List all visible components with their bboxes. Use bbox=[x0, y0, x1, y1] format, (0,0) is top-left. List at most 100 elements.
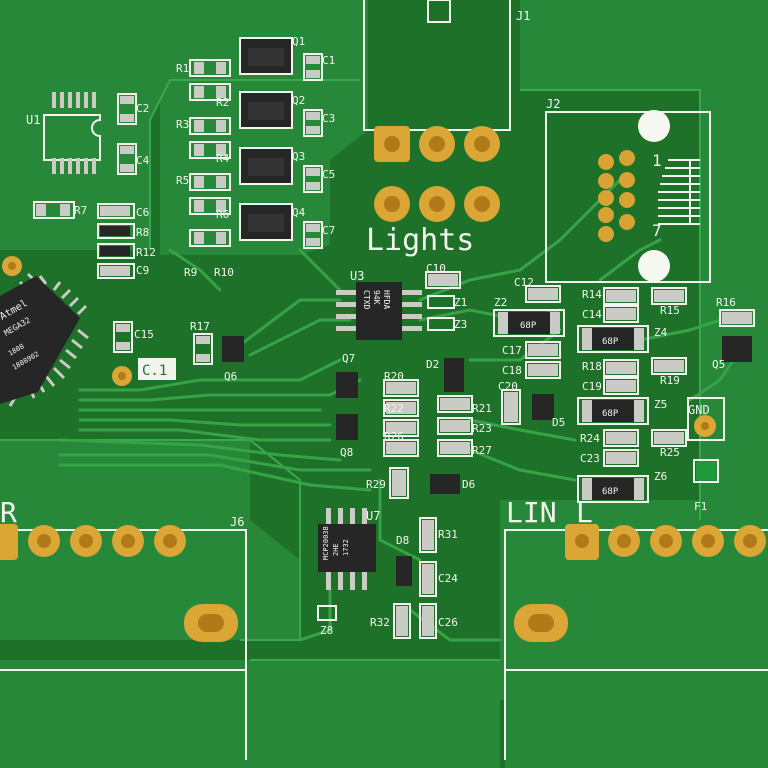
label-z6: Z6 bbox=[654, 470, 667, 483]
label-c26: C26 bbox=[438, 616, 458, 629]
label-c20: C20 bbox=[498, 380, 518, 393]
j2-mounting-holes bbox=[638, 110, 670, 282]
z5-marking: 68P bbox=[602, 409, 619, 419]
lin-pads bbox=[514, 524, 766, 642]
u7-marking-2: 2HE bbox=[332, 543, 340, 556]
label-c5: C5 bbox=[322, 168, 335, 181]
z4-marking: 68P bbox=[602, 337, 619, 347]
silkscreen-labels: J1 J2 J6 U1 U3 U7 Lights LIN L R GND F1 … bbox=[0, 9, 736, 637]
label-c14: C14 bbox=[582, 308, 602, 321]
label-z8: Z8 bbox=[320, 624, 333, 637]
u1-chip bbox=[52, 92, 96, 174]
label-j1: J1 bbox=[516, 9, 530, 23]
label-r27: R27 bbox=[472, 444, 492, 457]
atmega-chip: Atmel MEGA32 1808 1808902 bbox=[0, 272, 89, 407]
zener-diodes: 68P 68P 68P 68P bbox=[493, 309, 649, 503]
label-r9: R9 bbox=[184, 266, 197, 279]
z6-marking: 68P bbox=[602, 487, 619, 497]
label-d6: D6 bbox=[462, 478, 475, 491]
label-r4: R4 bbox=[216, 152, 230, 165]
j2-pin-lines bbox=[658, 159, 700, 225]
label-r14: R14 bbox=[582, 288, 602, 301]
label-j2: J2 bbox=[546, 97, 560, 111]
label-r8: R8 bbox=[136, 226, 149, 239]
label-r5: R5 bbox=[176, 174, 189, 187]
label-z1: Z1 bbox=[454, 296, 467, 309]
u7-marking-3: 1732 bbox=[342, 539, 350, 556]
label-c17: C17 bbox=[502, 344, 522, 357]
label-r29: R29 bbox=[366, 478, 386, 491]
q1-transistor bbox=[239, 37, 293, 75]
label-z4: Z4 bbox=[654, 326, 668, 339]
label-r20: R20 bbox=[384, 370, 404, 383]
label-r1: R1 bbox=[176, 62, 189, 75]
label-r3: R3 bbox=[176, 118, 189, 131]
c1-label-box bbox=[138, 358, 176, 380]
label-c4: C4 bbox=[136, 154, 150, 167]
label-q4: Q4 bbox=[292, 206, 306, 219]
label-d2: D2 bbox=[426, 358, 439, 371]
passive-components bbox=[33, 53, 755, 639]
label-r26: R26 bbox=[384, 430, 404, 443]
label-c3: C3 bbox=[322, 112, 335, 125]
label-r17: R17 bbox=[190, 320, 210, 333]
label-lights: Lights bbox=[366, 223, 474, 258]
u3-marking-2: 94K bbox=[372, 290, 381, 305]
label-j6: J6 bbox=[230, 515, 244, 529]
label-c7: C7 bbox=[322, 224, 335, 237]
label-r-left: R bbox=[0, 496, 17, 529]
label-u1: U1 bbox=[26, 113, 40, 127]
label-f1: F1 bbox=[694, 500, 707, 513]
label-r19: R19 bbox=[660, 374, 680, 387]
q4-transistor bbox=[239, 203, 293, 241]
z2-marking: 68P bbox=[520, 321, 537, 331]
label-d8: D8 bbox=[396, 534, 409, 547]
label-u7: U7 bbox=[366, 509, 380, 523]
label-r24: R24 bbox=[580, 432, 600, 445]
label-q3: Q3 bbox=[292, 150, 305, 163]
label-c12: C12 bbox=[514, 276, 534, 289]
label-q5: Q5 bbox=[712, 358, 725, 371]
small-transistors bbox=[222, 336, 752, 586]
test-points bbox=[2, 256, 716, 437]
label-gnd: GND bbox=[688, 403, 710, 417]
label-d5: D5 bbox=[552, 416, 565, 429]
label-c24: C24 bbox=[438, 572, 458, 585]
label-r12: R12 bbox=[136, 246, 156, 259]
u3-marking-3: CTXD bbox=[362, 290, 371, 309]
label-c9: C9 bbox=[136, 264, 149, 277]
label-q7: Q7 bbox=[342, 352, 355, 365]
label-r23: R23 bbox=[472, 422, 492, 435]
u3-marking-1: HFDA bbox=[382, 290, 391, 309]
label-r2: R2 bbox=[216, 96, 229, 109]
label-c1: C1 bbox=[322, 54, 335, 67]
copper-pour-outlines bbox=[0, 79, 701, 661]
label-c10: C10 bbox=[426, 262, 446, 275]
label-r21: R21 bbox=[472, 402, 492, 415]
label-c23: C23 bbox=[580, 452, 600, 465]
label-pin1: 1 bbox=[652, 151, 662, 170]
label-c15: C15 bbox=[134, 328, 154, 341]
label-r18: R18 bbox=[582, 360, 602, 373]
label-q6: Q6 bbox=[224, 370, 237, 383]
q3-transistor bbox=[239, 147, 293, 185]
q2-transistor bbox=[239, 91, 293, 129]
label-r7: R7 bbox=[74, 204, 87, 217]
label-c2: C2 bbox=[136, 102, 149, 115]
label-lin-l: L bbox=[576, 496, 593, 529]
label-c6: C6 bbox=[136, 206, 149, 219]
label-r10: R10 bbox=[214, 266, 234, 279]
label-lin: LIN bbox=[506, 496, 557, 529]
label-z3: Z3 bbox=[454, 318, 467, 331]
label-c18: C18 bbox=[502, 364, 522, 377]
label-r31: R31 bbox=[438, 528, 458, 541]
label-u3: U3 bbox=[350, 269, 364, 283]
label-c-dot1: C.1 bbox=[142, 363, 167, 379]
label-q8: Q8 bbox=[340, 446, 353, 459]
label-r6: R6 bbox=[216, 208, 229, 221]
label-c19: C19 bbox=[582, 380, 602, 393]
label-r15: R15 bbox=[660, 304, 680, 317]
j1-pads bbox=[374, 126, 500, 222]
u7-chip: MCP2003B 2HE 1732 bbox=[318, 508, 376, 590]
